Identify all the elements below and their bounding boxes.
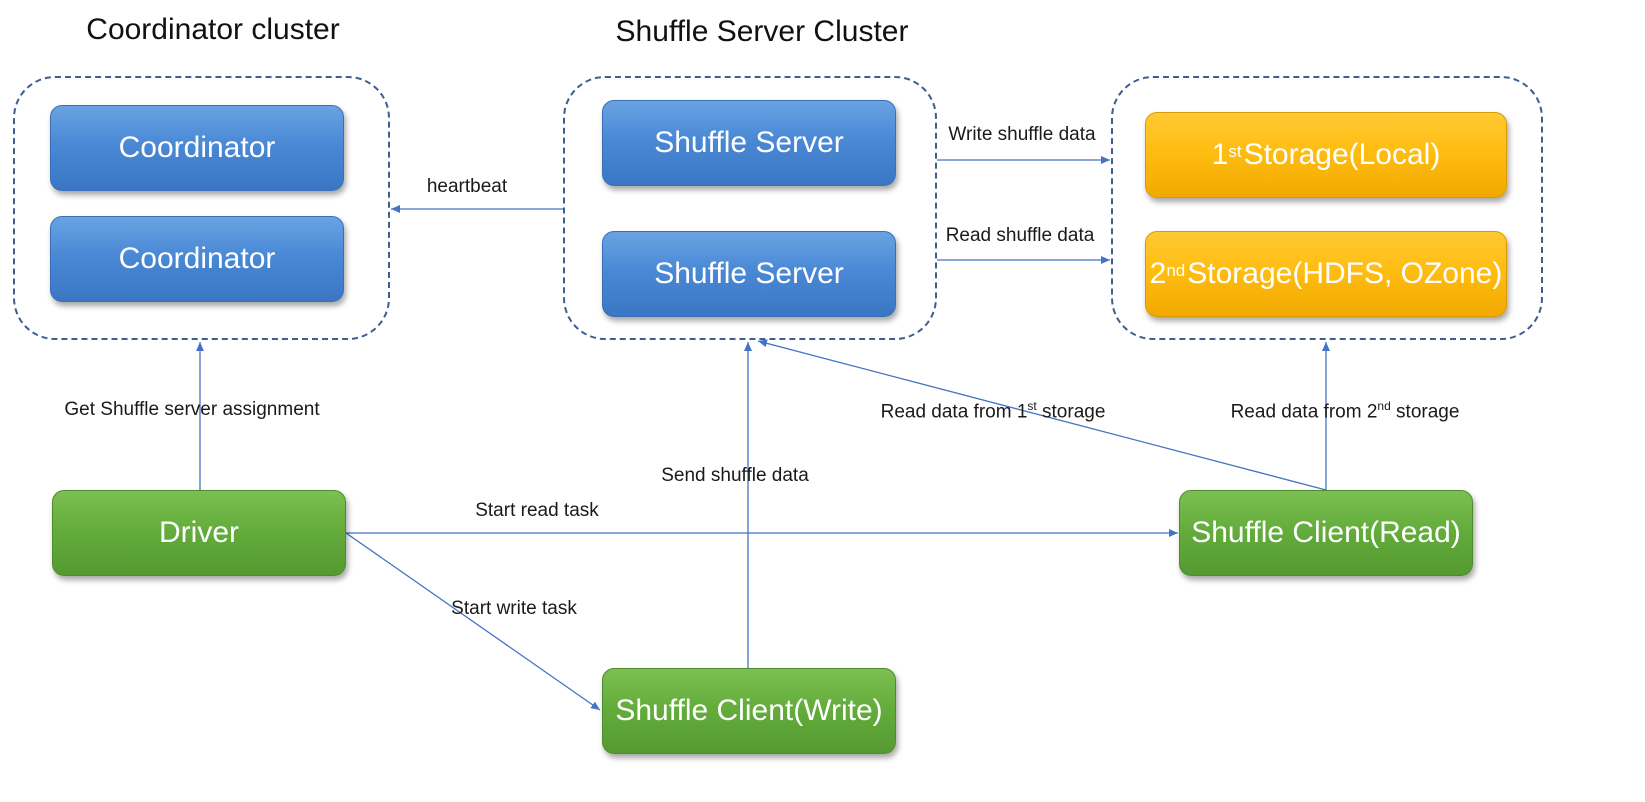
driver-node-label: Driver: [159, 516, 239, 549]
shuffle-server-node-2: Shuffle Server: [602, 231, 896, 317]
edge-label-read-data-2nd-storage: Read data from 2nd storage: [1231, 399, 1460, 423]
coordinator-node-2: Coordinator: [50, 216, 344, 302]
storage-node-1st-label: Storage(Local): [1243, 138, 1441, 171]
storage-node-2nd-label: Storage(HDFS, OZone): [1187, 257, 1503, 290]
shuffle-server-cluster-title: Shuffle Server Cluster: [615, 15, 909, 48]
coordinator-node-2-label: Coordinator: [118, 242, 276, 275]
shuffle-server-node-1: Shuffle Server: [602, 100, 896, 186]
edge-label-read-data-1st-storage: Read data from 1st storage: [881, 399, 1106, 423]
storage-cluster: [1111, 76, 1543, 340]
read-1st-text-sup: st: [1027, 399, 1037, 413]
shuffle-server-node-1-label: Shuffle Server: [654, 126, 844, 159]
edge-label-start-write-task: Start write task: [451, 598, 577, 619]
coordinator-node-1: Coordinator: [50, 105, 344, 191]
read-1st-text-after: storage: [1036, 401, 1106, 423]
storage-node-1st-suffix: st: [1228, 142, 1242, 161]
coordinator-cluster-title: Coordinator cluster: [86, 13, 340, 46]
edge-label-heartbeat: heartbeat: [426, 176, 508, 197]
driver-node: Driver: [52, 490, 346, 576]
coordinator-node-1-label: Coordinator: [118, 131, 276, 164]
edge-read-data-1st-storage: [757, 339, 1327, 491]
shuffle-client-read-label: Shuffle Client(Read): [1191, 516, 1461, 549]
read-1st-text-before: Read data from 1: [880, 401, 1028, 423]
edge-label-write-shuffle-data: Write shuffle data: [948, 124, 1096, 145]
storage-node-1st-ordinal: 1: [1211, 138, 1229, 171]
storage-node-2nd-ordinal: 2: [1149, 257, 1167, 290]
edge-start-write-task: [345, 532, 601, 711]
coordinator-cluster: [13, 76, 390, 340]
shuffle-client-read-node: Shuffle Client(Read): [1179, 490, 1473, 576]
edge-label-get-assignment: Get Shuffle server assignment: [64, 399, 320, 420]
edge-label-read-shuffle-data: Read shuffle data: [945, 225, 1095, 246]
storage-node-2nd-suffix: nd: [1166, 261, 1186, 280]
shuffle-client-write-node: Shuffle Client(Write): [602, 668, 896, 754]
edge-label-start-read-task: Start read task: [475, 500, 599, 521]
shuffle-server-cluster: [563, 76, 937, 340]
read-2nd-text-sup: nd: [1377, 399, 1391, 413]
read-2nd-text-before: Read data from 2: [1230, 401, 1378, 423]
edge-label-send-shuffle-data: Send shuffle data: [661, 465, 809, 486]
read-2nd-text-after: storage: [1390, 401, 1460, 423]
shuffle-client-write-label: Shuffle Client(Write): [615, 694, 883, 727]
shuffle-server-node-2-label: Shuffle Server: [654, 257, 844, 290]
